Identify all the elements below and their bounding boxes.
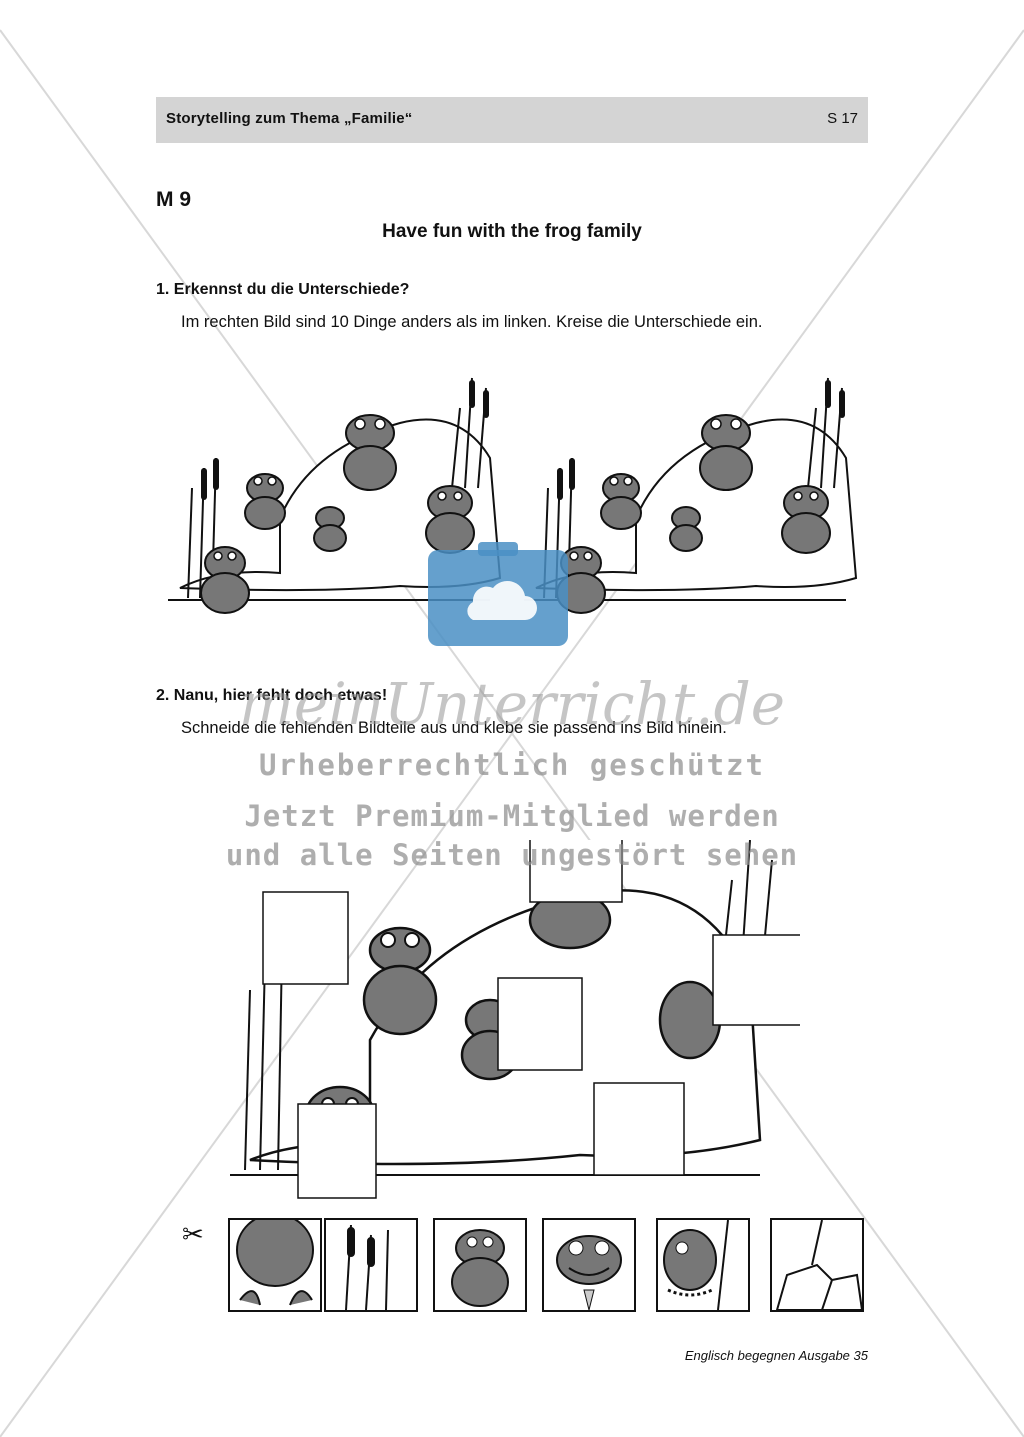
worksheet-title: Have fun with the frog family [382, 221, 642, 242]
footer-source: Englisch begegnen Ausgabe 35 [684, 1348, 868, 1363]
task2-instruction: Schneide die fehlenden Bildteile aus und… [181, 719, 727, 737]
watermark-line3: und alle Seiten ungestört sehen [225, 838, 799, 872]
left-frog-scene [168, 377, 502, 614]
task1-instruction: Im rechten Bild sind 10 Dinge anders als… [181, 313, 763, 331]
watermark-badge [428, 542, 568, 646]
cutout-piece-frog-legs[interactable] [228, 1218, 322, 1312]
cutout-piece-small-frog[interactable] [433, 1218, 527, 1312]
missing-parts-scene [230, 840, 800, 1199]
cutout-piece-rocks[interactable] [770, 1218, 864, 1312]
page-number: S 17 [827, 110, 858, 127]
cutout-piece-frog-with-pearls[interactable] [656, 1218, 750, 1312]
task1-heading: 1. Erkennst du die Unterschiede? [156, 281, 410, 298]
cutout-piece-frog-with-tie[interactable] [542, 1218, 636, 1312]
cutout-piece-reeds[interactable] [324, 1218, 418, 1312]
watermark-lines: Jetzt Premium-Mitglied werden und alle S… [0, 797, 1024, 875]
spot-difference-scenes [168, 377, 857, 614]
watermark-line2: Jetzt Premium-Mitglied werden [244, 799, 780, 833]
task2-heading: 2. Nanu, hier fehlt doch etwas! [156, 687, 388, 704]
header-bar: Storytelling zum Thema „Familie“ S 17 [156, 97, 868, 143]
scissors-icon: ✂ [182, 1220, 204, 1250]
material-number: M 9 [156, 188, 192, 211]
watermark-line1: Urheberrechtlich geschützt [259, 748, 765, 782]
header-title: Storytelling zum Thema „Familie“ [166, 110, 413, 127]
watermark-brand: meinUnterricht.de [238, 670, 786, 738]
